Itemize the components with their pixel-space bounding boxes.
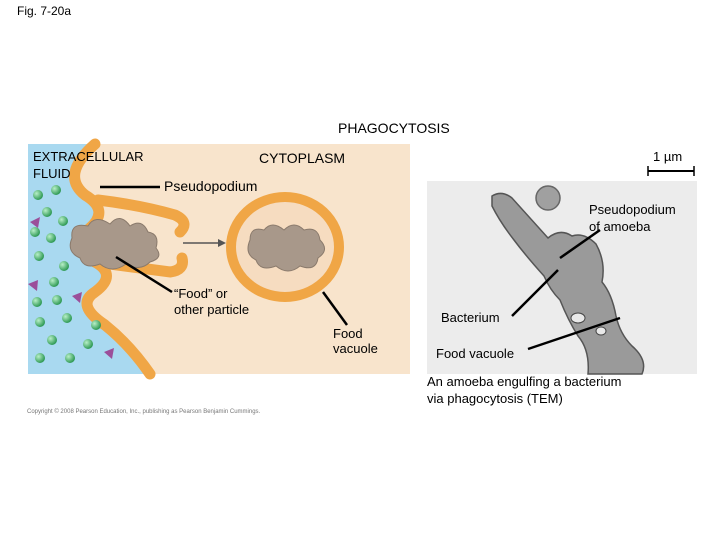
extracellular-particles [30, 185, 101, 363]
label-pseudopodium-amoeba: Pseudopodium of amoeba [589, 202, 676, 234]
arrow-head [218, 239, 226, 247]
label-pseudopodium: Pseudopodium [164, 178, 258, 194]
extracellular-molecules [28, 217, 114, 359]
label-food-vacuole: Food vacuole [333, 326, 378, 356]
label-food-vacuole-tem: Food vacuole [436, 346, 515, 361]
micrograph-bacterium-round [535, 185, 561, 211]
label-bacterium: Bacterium [441, 310, 500, 325]
leader-pseudopodium-amoeba [559, 228, 601, 260]
micrograph-vacuole [570, 312, 586, 324]
figure-label: Fig. 7-20a [17, 4, 72, 18]
label-scale: 1 µm [653, 149, 683, 164]
leader-bacterium [511, 269, 559, 317]
label-food-particle: “Food” or other particle [174, 286, 250, 317]
micrograph-caption: An amoeba engulfing a bacterium via phag… [427, 374, 622, 406]
micrograph-vacuole-2 [595, 326, 607, 336]
leader-food [115, 255, 173, 294]
label-extracellular-fluid: EXTRACELLULAR FLUID [33, 149, 144, 181]
vacuole-food [247, 224, 325, 272]
pseudopodium-upper [92, 194, 190, 238]
label-cytoplasm: CYTOPLASM [259, 150, 346, 166]
copyright-notice: Copyright © 2008 Pearson Education, Inc.… [27, 409, 261, 415]
diagram-title: PHAGOCYTOSIS [338, 120, 450, 136]
food-particle [69, 218, 160, 270]
leader-food-vacuole [321, 291, 349, 326]
leader-food-vacuole-tem [527, 316, 621, 351]
